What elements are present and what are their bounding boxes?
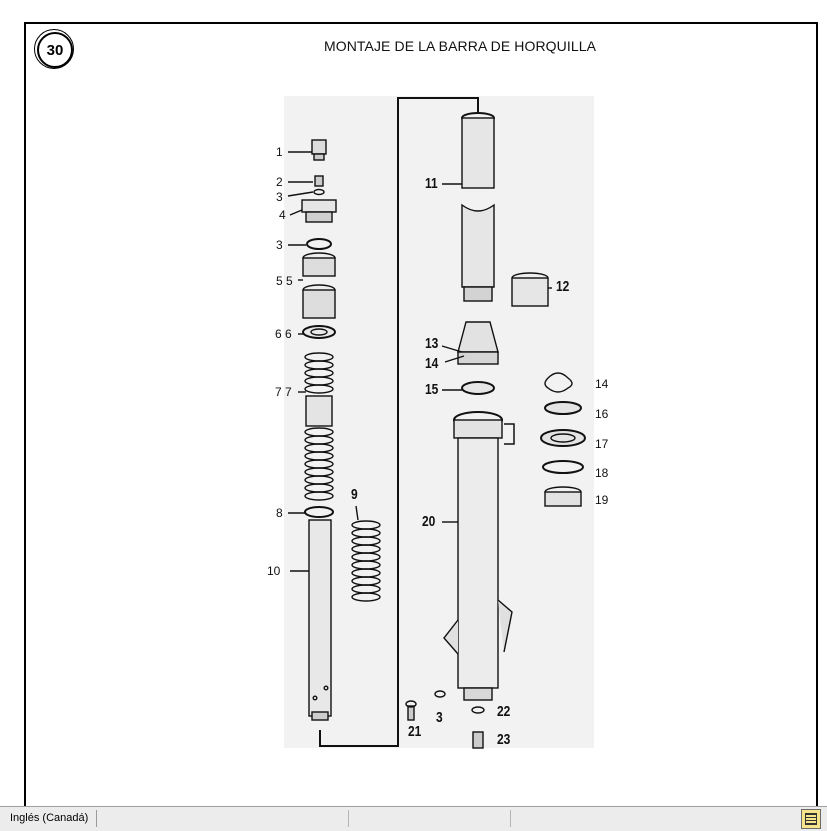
page-number-badge: 30	[34, 29, 74, 69]
label-10: 10	[267, 564, 281, 578]
label-1: 1	[276, 145, 283, 159]
status-cell	[100, 810, 349, 827]
label-2: 2	[276, 175, 283, 189]
part-3c-washer	[434, 690, 446, 698]
label-3b: 3	[276, 238, 283, 252]
part-21-bolt	[405, 700, 417, 721]
status-bar: Inglés (Canadá)	[0, 806, 827, 831]
part-4-plug	[301, 199, 337, 223]
part-1-cap	[311, 139, 327, 161]
label-12: 12	[556, 278, 570, 295]
view-layout-icon	[805, 813, 817, 825]
part-19-bushing	[544, 486, 582, 507]
part-3b-oring	[306, 238, 332, 250]
manual-page: 30 MONTAJE DE LA BARRA DE HORQUILLA	[24, 22, 818, 814]
page-title: MONTAJE DE LA BARRA DE HORQUILLA	[323, 38, 597, 54]
label-21: 21	[408, 723, 422, 740]
label-23: 23	[497, 731, 511, 748]
label-19: 19	[595, 493, 609, 507]
language-indicator[interactable]: Inglés (Canadá)	[2, 810, 98, 827]
label-15: 15	[425, 381, 439, 398]
label-14b: 14	[595, 377, 609, 391]
connector-line	[319, 97, 479, 747]
label-18: 18	[595, 466, 609, 480]
label-13: 13	[425, 335, 439, 352]
part-12-bushing	[511, 272, 549, 307]
label-3: 3	[276, 190, 283, 204]
part-7-spring	[304, 352, 334, 501]
status-cell	[350, 810, 511, 827]
label-5: 5 5	[276, 274, 293, 288]
fork-assembly-diagram	[284, 96, 594, 749]
part-6-washer	[302, 325, 336, 339]
part-20-outer-tube	[443, 411, 513, 701]
label-8: 8	[276, 506, 283, 520]
label-16: 16	[595, 407, 609, 421]
label-17: 17	[595, 437, 609, 451]
page-frame	[24, 22, 818, 814]
part-8-ring	[304, 506, 334, 518]
part-23-drain-bolt	[472, 731, 484, 749]
part-18-clip	[542, 460, 584, 474]
part-15-seal	[461, 381, 495, 395]
part-10-damper-rod	[308, 519, 332, 721]
part-3-oring	[313, 188, 325, 196]
label-20: 20	[422, 513, 436, 530]
label-22: 22	[497, 703, 511, 720]
label-9: 9	[351, 486, 358, 503]
part-16-washer	[544, 401, 582, 415]
part-13-cone	[457, 321, 499, 365]
label-7: 7 7	[275, 385, 292, 399]
label-14: 14	[425, 355, 439, 372]
part-22-washer	[471, 706, 485, 714]
part-5-spacer	[302, 252, 336, 319]
label-6: 6 6	[275, 327, 292, 341]
part-14-clip	[544, 372, 573, 393]
part-9-spring	[351, 520, 381, 602]
label-4: 4	[279, 208, 286, 222]
part-17-oil-seal	[540, 429, 586, 447]
part-2-screw	[314, 175, 324, 187]
label-11: 11	[425, 175, 438, 192]
part-11-inner-tube	[461, 112, 495, 302]
label-3c: 3	[436, 709, 443, 726]
view-layout-button[interactable]	[801, 809, 821, 829]
